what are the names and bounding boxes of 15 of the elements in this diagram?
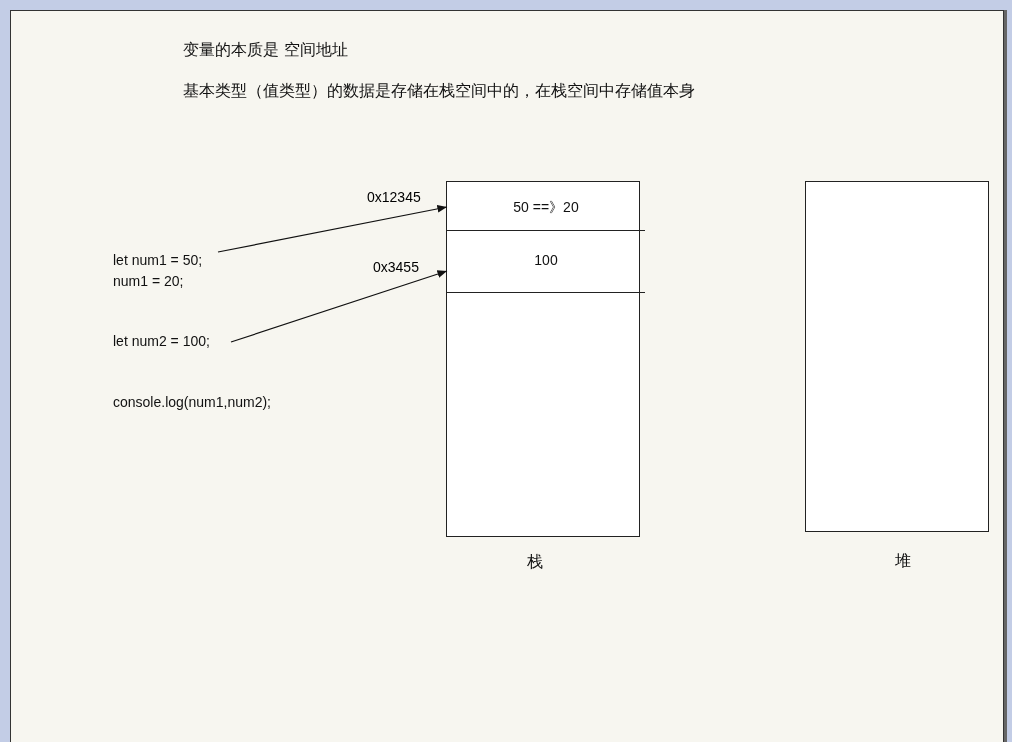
memory-cell: 100 (447, 231, 645, 293)
heading-text: 基本类型（值类型）的数据是存储在栈空间中的，在栈空间中存储值本身 (183, 81, 695, 102)
edge-label: 0x12345 (366, 189, 422, 205)
edge-label: 0x3455 (372, 259, 420, 275)
code-line: let num2 = 100; (113, 332, 211, 351)
memory-cell: 50 ==》20 (447, 182, 645, 231)
caption-text: 堆 (895, 551, 911, 572)
arrow (230, 270, 448, 343)
code-line: console.log(num1,num2); (113, 393, 271, 412)
code-line: let num1 = 50; (113, 251, 204, 270)
code-line: num1 = 20; (113, 272, 185, 291)
arrow (217, 205, 448, 253)
heading-text: 变量的本质是 空间地址 (183, 40, 349, 61)
caption-text: 栈 (527, 552, 543, 573)
memory-box (805, 181, 989, 532)
